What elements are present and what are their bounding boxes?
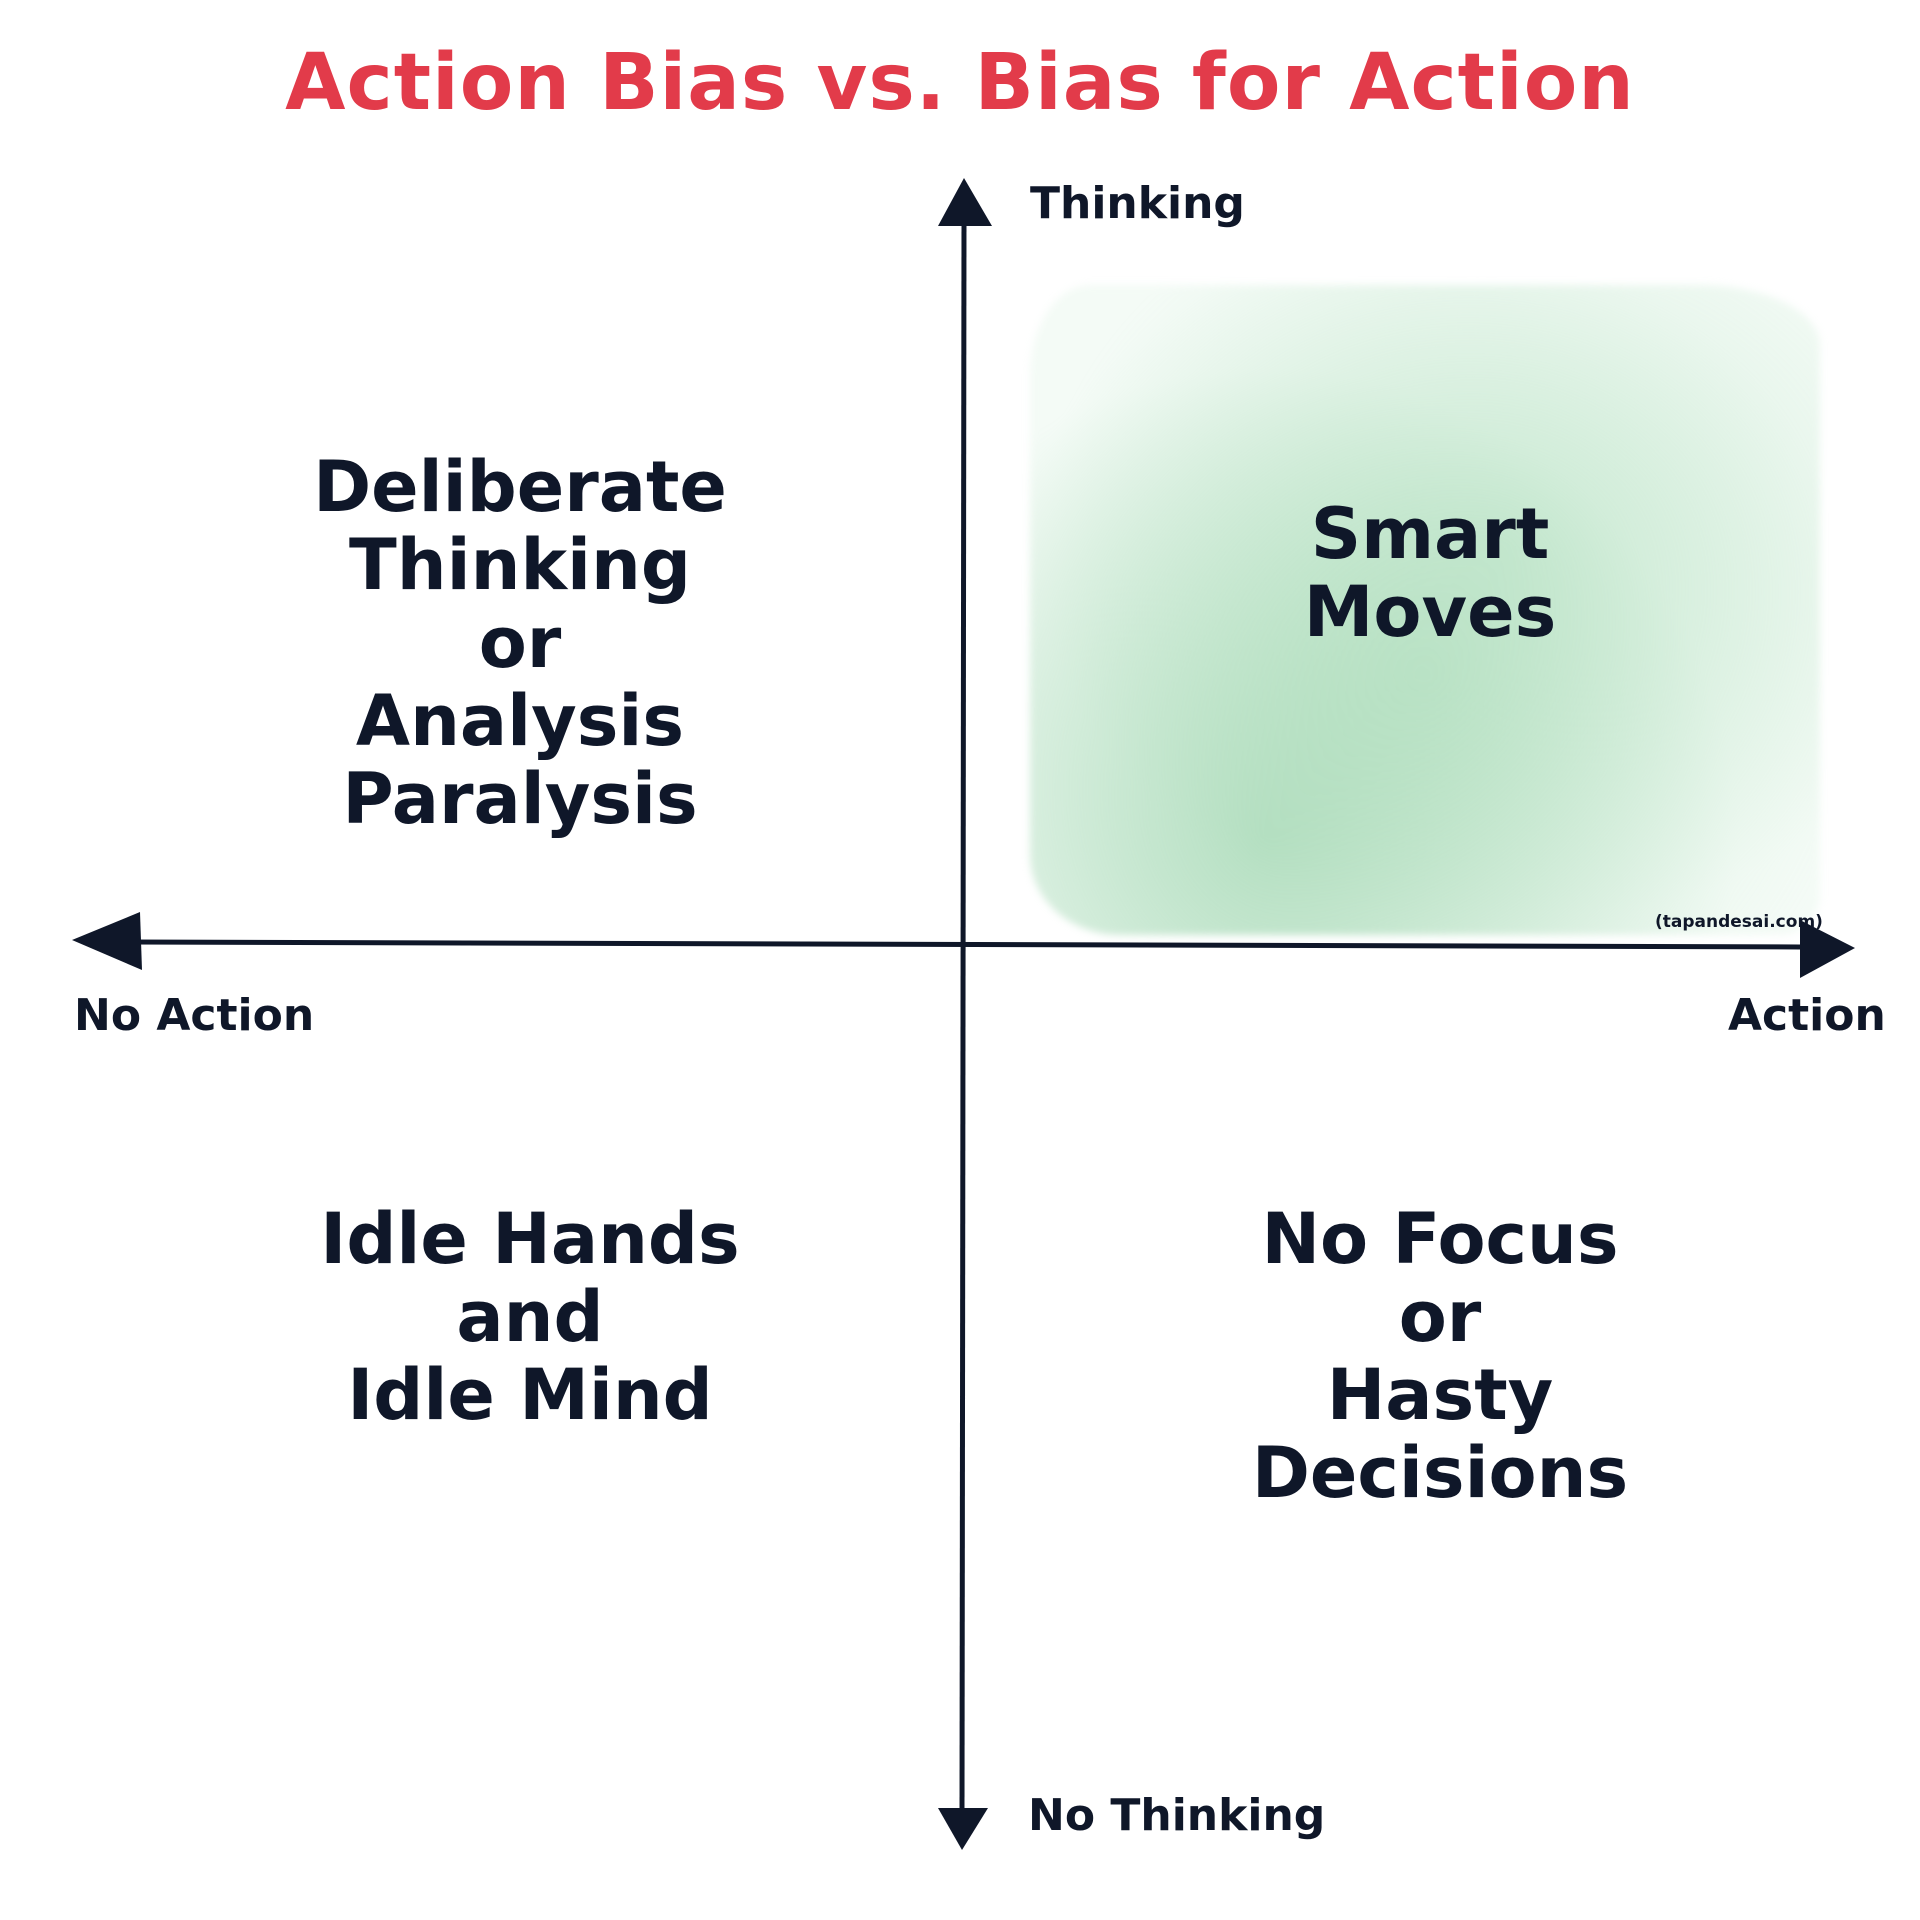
quadrant-line: Idle Mind (347, 1354, 713, 1436)
quadrant-bottom-right: No Focus or Hasty Decisions (1150, 1200, 1730, 1512)
horizontal-axis-line (129, 939, 1801, 950)
credit-text: (tapandesai.com) (1655, 912, 1823, 932)
arrow-right-icon (1800, 920, 1855, 978)
quadrant-line: or (1398, 1276, 1482, 1358)
vertical-axis-line (959, 219, 967, 1811)
axis-label-thinking: Thinking (1030, 178, 1245, 229)
arrow-up-icon (938, 178, 992, 226)
arrow-left-icon (72, 912, 142, 970)
quadrant-line: and (456, 1276, 604, 1358)
quadrant-line: Deliberate Thinking (313, 446, 727, 606)
arrow-down-icon (938, 1808, 988, 1850)
quadrant-line: Analysis Paralysis (342, 680, 698, 840)
quadrant-line: Idle Hands (320, 1198, 740, 1280)
quadrant-line: Smart (1310, 493, 1550, 575)
quadrant-top-left: Deliberate Thinking or Analysis Paralysi… (170, 448, 870, 838)
quadrant-line: No Focus (1261, 1198, 1619, 1280)
diagram-title: Action Bias vs. Bias for Action (285, 38, 1635, 128)
axis-label-no-action: No Action (74, 990, 315, 1041)
quadrant-line: Hasty Decisions (1251, 1354, 1629, 1514)
axis-label-no-thinking: No Thinking (1028, 1790, 1326, 1841)
quadrant-bottom-left: Idle Hands and Idle Mind (270, 1200, 790, 1434)
axis-label-action: Action (1728, 990, 1886, 1041)
smart-moves-highlight (1030, 285, 1820, 935)
quadrant-top-right: Smart Moves (1230, 495, 1630, 651)
quadrant-line: Moves (1303, 571, 1557, 653)
quadrant-line: or (478, 602, 562, 684)
